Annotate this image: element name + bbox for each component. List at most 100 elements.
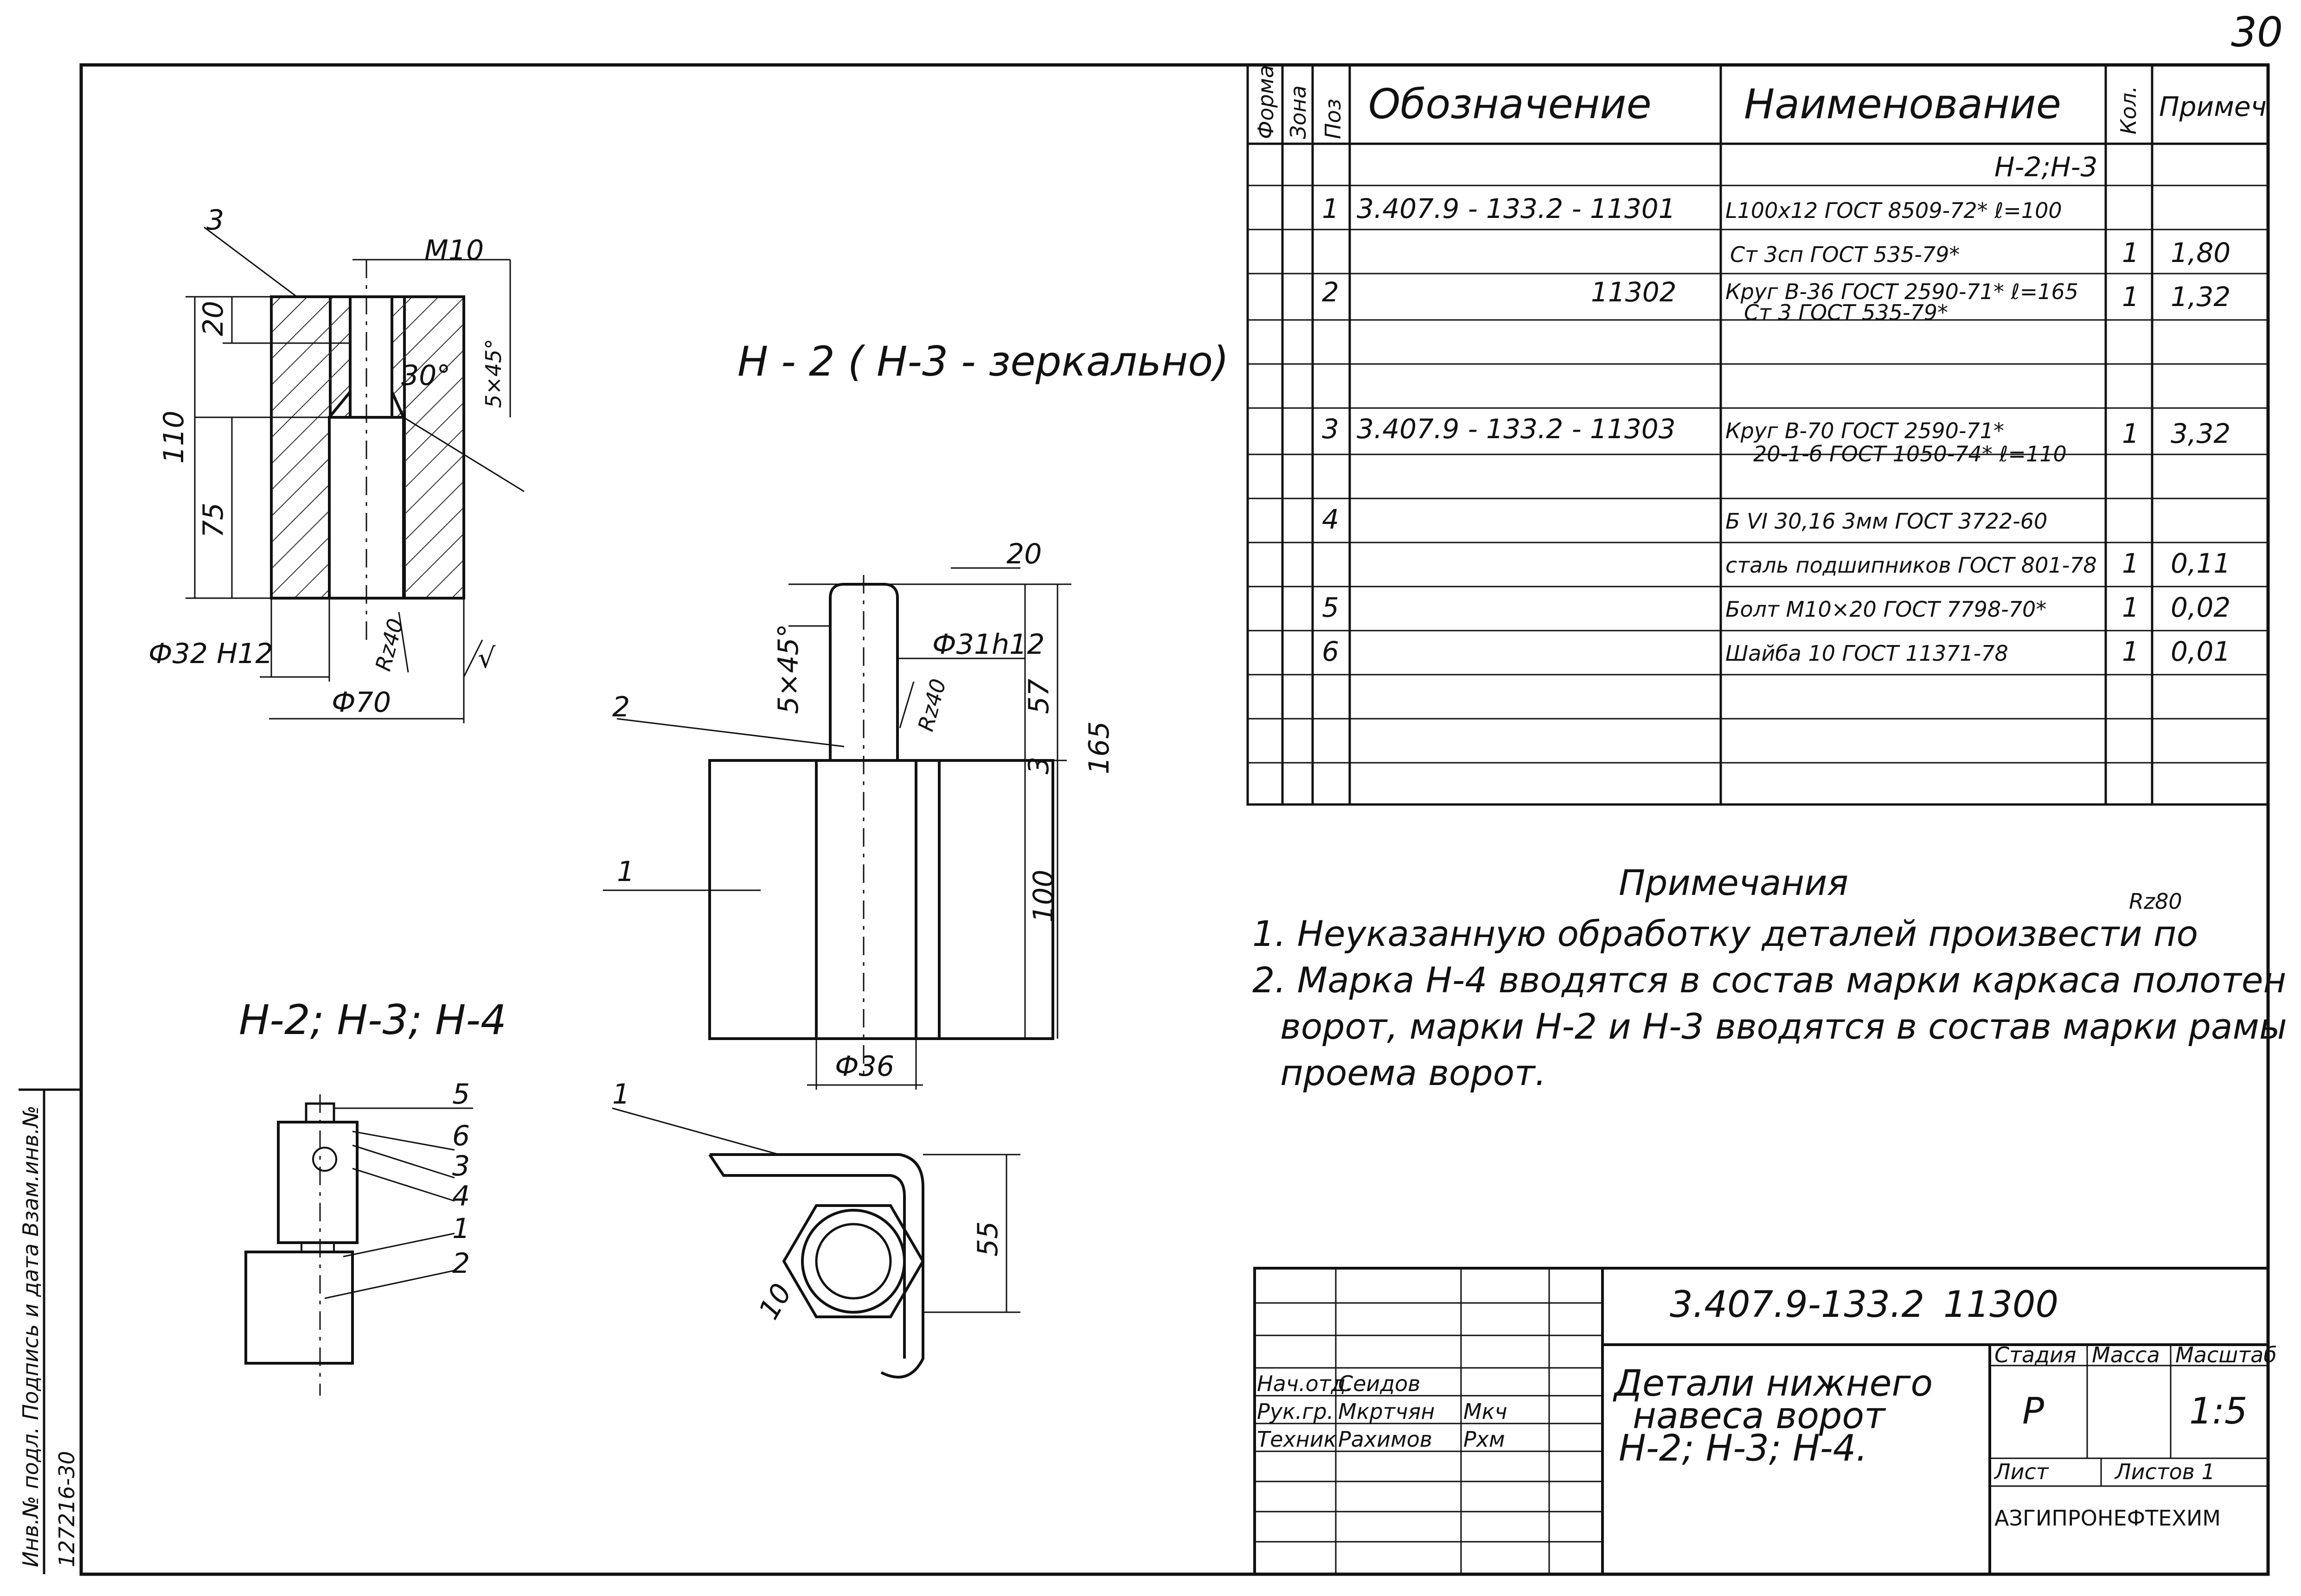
title-doc-num: 11300	[1943, 1284, 2058, 1326]
spec-row-0-name: Н-2;Н-3	[1994, 151, 2097, 183]
part2-callout: 2	[612, 691, 630, 723]
spec-table-rows: Н-2;Н-3 1 3.407.9 - 133.2 - 11301 L100x1…	[1322, 151, 2230, 667]
spec-row-1-designation: 3.407.9 - 133.2 - 11301	[1357, 193, 1676, 224]
assembly-callout-6: 6	[452, 1120, 470, 1152]
note-2-end: проема ворот.	[1280, 1052, 1546, 1093]
side-stamp-text: Инв.№ подл. Подпись и дата Взам.инв.№	[18, 1105, 43, 1567]
header-format: Форма	[1253, 65, 1278, 139]
person-1-role: Рук.гр.	[1257, 1399, 1333, 1424]
part2-h100: 100	[1027, 869, 1060, 923]
person-2-name: Рахимов	[1338, 1427, 1432, 1452]
assembly-view	[244, 1094, 359, 1396]
person-2-role: Техник	[1257, 1427, 1337, 1452]
part2-chamfer: 5×45°	[772, 624, 805, 714]
part3-bore: Ф32 Н12	[148, 638, 273, 670]
assembly-callout-3: 3	[452, 1150, 470, 1182]
assembly-label: Н-2; Н-3; Н-4	[239, 996, 506, 1044]
part2-dia: Ф31h12	[932, 628, 1045, 661]
spec-table-headers: Форма Зона Поз Обозначение Наименование …	[1253, 65, 2267, 139]
part2-rz: Rz40	[913, 676, 951, 734]
spec-row-3-qty: 1	[2122, 281, 2139, 313]
side-stamp-number: 127216-30	[54, 1451, 79, 1567]
spec-row-8-pos: 5	[1322, 592, 1339, 623]
assembly-callouts: 5 6 3 4 1 2	[324, 1078, 473, 1299]
sheet-number: 30	[2231, 8, 2283, 56]
title-scale-label: Масштаб	[2175, 1342, 2277, 1367]
part3-chamfer: 5×45°	[481, 339, 506, 408]
note-2: 2. Марка Н-4 вводятся в состав марки кар…	[1252, 959, 2286, 1001]
spec-row-8-qty: 1	[2122, 592, 2139, 623]
title-stage: Р	[2022, 1391, 2044, 1432]
title-org: АЗГИПРОНЕФТЕХИМ	[1994, 1506, 2221, 1531]
part3-h110: 110	[158, 410, 190, 464]
title-doc-code: 3.407.9-133.2	[1670, 1284, 1924, 1326]
part2-view	[603, 567, 1071, 1090]
part3-callout: 3	[206, 204, 224, 236]
header-designation: Обозначение	[1368, 80, 1652, 128]
spec-row-7-qty: 1	[2122, 548, 2139, 579]
title-block: 3.407.9-133.2 11300 Детали нижнего навес…	[1257, 1284, 2277, 1531]
part2-h3: 3	[1023, 757, 1055, 774]
person-1-name: Мкртчян	[1338, 1399, 1435, 1424]
part3-rz: Rz40	[370, 616, 408, 674]
side-stamp: Инв.№ подл. Подпись и дата Взам.инв.№ 12…	[18, 1088, 81, 1574]
notes-rough-mark: Rz80	[2129, 889, 2182, 914]
title-line-2: навеса ворот	[1633, 1395, 1886, 1437]
part3-angle: 30°	[401, 359, 450, 392]
header-name: Наименование	[1744, 80, 2061, 128]
angle-callout: 1	[612, 1078, 630, 1111]
title-line-1: Детали нижнего	[1613, 1363, 1933, 1404]
spec-row-5-pos: 3	[1322, 413, 1339, 445]
title-sheets-label: Листов 1	[2114, 1459, 2215, 1484]
spec-row-2-qty: 1	[2122, 237, 2139, 268]
spec-row-5-note: 3,32	[2171, 418, 2230, 449]
note-1: 1. Неуказанную обработку деталей произве…	[1252, 913, 2198, 954]
title-scale: 1:5	[2189, 1391, 2248, 1432]
spec-row-9-pos: 6	[1322, 636, 1339, 667]
header-pos: Поз	[1320, 99, 1346, 139]
title-block-frame	[1253, 1267, 2269, 1576]
spec-row-5-name2: 20-1-б ГОСТ 1050-74* ℓ=110	[1753, 441, 2067, 466]
spec-row-6-name: Б VI 30,16 3мм ГОСТ 3722-60	[1725, 509, 2047, 534]
sheet-frame	[79, 63, 2270, 1576]
part2-dims: 20 5×45° Ф31h12 Rz40 57 165 3 100 Ф36 2 …	[612, 538, 1115, 1083]
angle-d10: 10	[752, 1278, 798, 1325]
spec-row-8-name: Болт М10×20 ГОСТ 7798-70*	[1725, 597, 2046, 622]
angle-view	[612, 1107, 1020, 1379]
person-1-sign: Мкч	[1463, 1399, 1507, 1424]
spec-row-3-note: 1,32	[2171, 281, 2230, 313]
note-2-cont: ворот, марки Н-2 и Н-3 вводятся в состав…	[1280, 1006, 2287, 1047]
header-zone: Зона	[1286, 85, 1311, 139]
spec-row-5-designation: 3.407.9 - 133.2 - 11303	[1357, 413, 1676, 445]
spec-row-1-name: L100x12 ГОСТ 8509-72* ℓ=100	[1725, 198, 2062, 223]
part3-thread: M10	[424, 234, 484, 267]
spec-table	[1246, 64, 2269, 806]
spec-row-9-note: 0,01	[2171, 636, 2230, 667]
person-0-role: Нач.отд.	[1257, 1371, 1352, 1396]
angle-dims: 55 10 1	[612, 1078, 1004, 1325]
person-2-sign: Рхм	[1463, 1427, 1505, 1452]
assembly-callout-4: 4	[452, 1180, 470, 1213]
assembly-callout-1: 1	[452, 1213, 470, 1245]
part2-dia-bottom: Ф36	[835, 1050, 894, 1083]
spec-row-9-qty: 1	[2122, 636, 2139, 667]
part3-d20: 20	[197, 301, 230, 336]
part2-width: 20	[1006, 538, 1042, 570]
part2-h57: 57	[1023, 679, 1055, 714]
spec-row-5-qty: 1	[2122, 418, 2139, 449]
title-mass-label: Масса	[2092, 1342, 2160, 1367]
title-stage-label: Стадия	[1994, 1342, 2076, 1367]
spec-row-3-name: Круг В-36 ГОСТ 2590-71* ℓ=165	[1725, 279, 2078, 304]
spec-row-7-note: 0,11	[2171, 548, 2230, 579]
angle-h55: 55	[972, 1221, 1004, 1257]
spec-row-8-note: 0,02	[2171, 592, 2230, 623]
part2-h165: 165	[1083, 721, 1115, 774]
header-qty: Кол.	[2116, 86, 2141, 134]
part3-od: Ф70	[332, 686, 391, 719]
title-line-3: Н-2; Н-3; Н-4.	[1619, 1428, 1867, 1469]
header-note: Примеч	[2159, 91, 2267, 122]
spec-row-9-name: Шайба 10 ГОСТ 11371-78	[1725, 641, 2008, 666]
part3-rough: √	[478, 642, 496, 675]
